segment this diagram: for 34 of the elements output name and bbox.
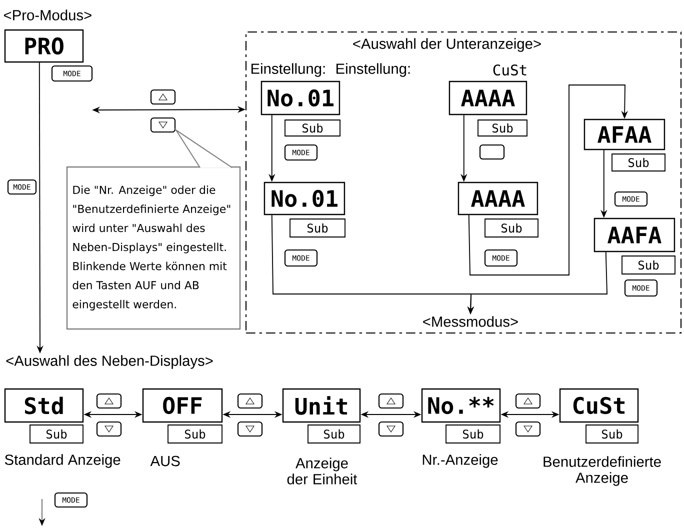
segment-display: AAFA (594, 218, 676, 252)
segment-display: AAAA (448, 80, 528, 116)
sub-display: Sub (168, 424, 222, 444)
node-label: Nr.-Anzeige (422, 454, 498, 468)
node-label: Standard Anzeige (4, 454, 120, 468)
sub-display: Sub (622, 256, 676, 274)
sub-display: Sub (586, 424, 638, 444)
node-label: AUS (150, 456, 180, 466)
sub-display: Sub (30, 424, 84, 444)
segment-display: No.01 (260, 80, 340, 116)
heading: Einstellung: (336, 63, 410, 77)
sub-display: Sub (284, 120, 340, 136)
segment-display: PRO (4, 29, 84, 63)
sub-display: Sub (612, 154, 666, 172)
heading: <Messmodus> (423, 316, 518, 327)
sub-display: Sub (308, 424, 360, 444)
segment-display: Std (4, 388, 84, 423)
sub-display: Sub (446, 424, 500, 444)
heading: <Auswahl des Neben-Displays> (6, 355, 213, 369)
segment-display: AFAA (584, 118, 666, 150)
segment-display: OFF (142, 388, 223, 423)
sub-display: Sub (478, 120, 528, 136)
segment-display: Unit (282, 388, 361, 423)
segment-display: No.01 (264, 182, 346, 216)
sub-display: Sub (484, 218, 538, 238)
segment-display: No.** (421, 388, 501, 423)
callout-box: Die "Nr. Anzeige" oder die "Benutzerdefinierte Anzeige" wird unter "Auswahl des Neben-Displays" eingestellt. Blinkende Werte können mit den Tasten AUF und AB eingestellt werden. (66, 128, 241, 330)
segment-display: AAAA (458, 182, 538, 216)
heading: <Auswahl der Unteranzeige> (353, 38, 541, 52)
node-label: Benutzerdefinierte Anzeige (544, 456, 661, 486)
arrow (468, 84, 628, 276)
sub-display: Sub (290, 218, 346, 238)
segment-display: CuSt (559, 388, 639, 423)
node-label: Anzeige der Einheit (287, 458, 358, 484)
